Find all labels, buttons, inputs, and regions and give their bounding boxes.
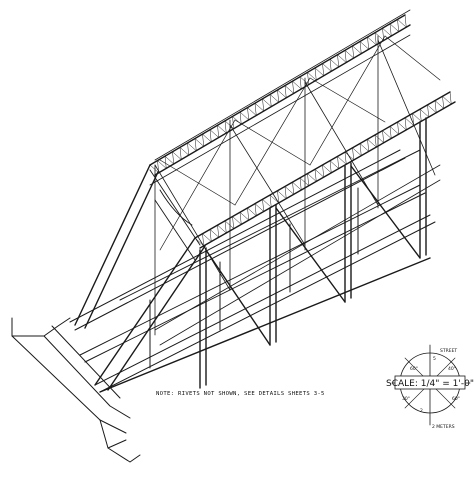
- compass-meters-label: 2 METERS: [432, 424, 455, 430]
- compass-angle-1: 60°: [410, 366, 418, 372]
- scale-compass: SCALE: 1/4" = 1'-0" STREET 2 METERS 60° …: [386, 344, 474, 430]
- abutment: [11, 317, 141, 463]
- compass-street-label: STREET: [440, 348, 457, 354]
- top-chord-lacing: [149, 14, 452, 247]
- deck-stringers: [69, 149, 436, 393]
- far-truss: [149, 9, 441, 346]
- compass-angle-2: 40°: [448, 366, 456, 372]
- compass-angle-4: 60°: [452, 396, 460, 402]
- portal-bracing: [149, 169, 201, 261]
- compass-number-1: 5: [433, 356, 436, 362]
- compass-number-2: 2: [420, 408, 423, 414]
- scale-label: SCALE: 1/4" = 1'-0": [386, 379, 474, 389]
- compass-angle-3: 30°: [402, 396, 410, 402]
- rivet-note: NOTE: RIVETS NOT SHOWN, SEE DETAILS SHEE…: [156, 391, 325, 397]
- top-lateral-bracing: [159, 35, 441, 251]
- near-truss: [74, 14, 456, 393]
